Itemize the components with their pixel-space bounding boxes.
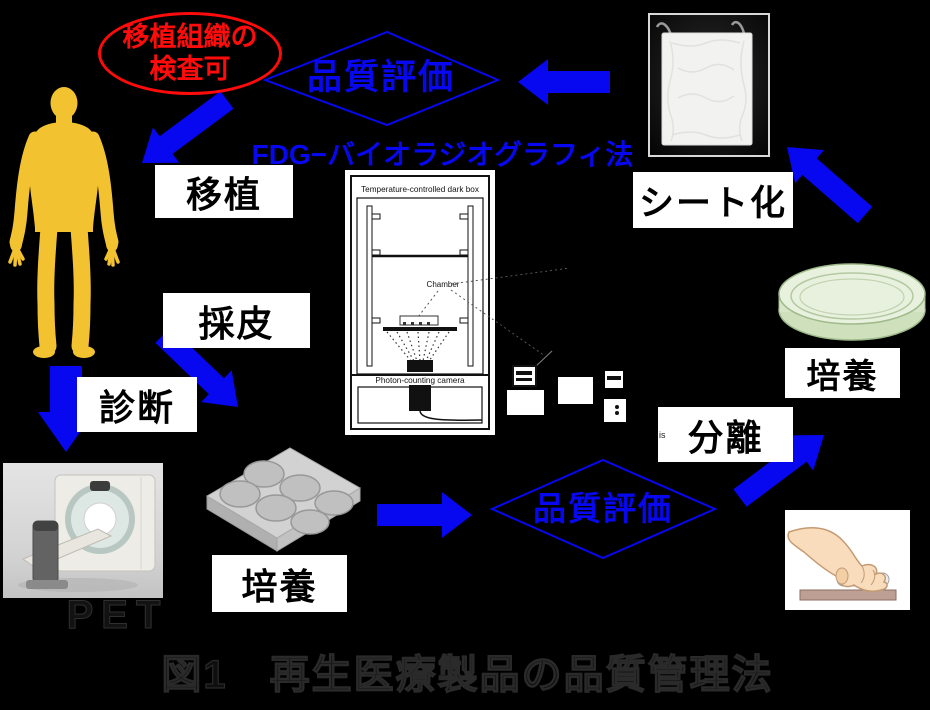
patient-silhouette — [8, 87, 120, 358]
dark-box-title: Temperature-controlled dark box — [361, 185, 479, 194]
transplant-step-label: 移植 — [155, 165, 293, 218]
harvest-step-label: 採皮 — [163, 293, 310, 348]
peripheral-equipment-icons — [507, 350, 626, 422]
figure-caption: 図1 再生医療製品の品質管理法 — [161, 652, 774, 697]
sample-stage — [383, 327, 457, 331]
arrow-culture-to-quality-eval — [377, 492, 472, 538]
fdg-method-label: FDG−バイオラジオグラフィ法 — [251, 139, 634, 170]
skin-strip — [799, 589, 897, 601]
sheeting-step-label: シート化 — [633, 172, 793, 228]
panel-icon — [558, 377, 593, 404]
note-line2: 検査可 — [149, 53, 231, 84]
quality-eval-top-label: 品質評価 — [306, 58, 455, 97]
transplant-check-note: 移植組織の 検査可 — [98, 12, 282, 95]
separation-step-label: 分離 — [658, 407, 793, 462]
arrow-sheet-to-quality-eval — [518, 59, 610, 105]
camera-cable — [419, 410, 483, 421]
cell-sheet — [661, 32, 753, 146]
hand-separation-illustration — [785, 510, 910, 610]
arrow-separation-to-dish — [733, 435, 824, 507]
note-line1: 移植組織の — [122, 22, 258, 53]
stray-text: is — [659, 430, 666, 440]
pet-scanner-photo — [3, 463, 163, 598]
pet-label: PET — [66, 593, 169, 638]
culture-plate-step-label: 培養 — [212, 555, 347, 612]
petri-dish-image — [778, 263, 926, 341]
camera-lens — [407, 360, 433, 372]
camera-body — [409, 385, 431, 411]
arrow-culture-to-sheeting — [787, 147, 873, 224]
cell-sheet-photo — [648, 13, 770, 157]
right-rail — [467, 205, 474, 367]
culture-dish-step-label: 培養 — [785, 348, 900, 398]
quality-eval-bottom-label: 品質評価 — [533, 490, 673, 527]
quality-eval-top-diamond — [262, 30, 501, 127]
hand — [787, 527, 888, 592]
monitor-icon — [507, 390, 544, 415]
light-rays — [386, 331, 450, 362]
camera-label: Photon-counting camera — [375, 376, 465, 385]
arrow-transplant-to-patient — [142, 91, 234, 163]
dish-lid — [778, 263, 926, 325]
quality-eval-bottom-diamond — [489, 458, 718, 560]
chamber-label: Chamber — [427, 280, 460, 289]
left-rail — [366, 205, 373, 367]
photon-counting-apparatus-diagram: Temperature-controlled dark box Chamber … — [345, 170, 571, 435]
well-plate-image — [206, 447, 361, 552]
pc-tower-icon — [604, 399, 626, 422]
diagnosis-step-label: 診断 — [77, 377, 197, 432]
